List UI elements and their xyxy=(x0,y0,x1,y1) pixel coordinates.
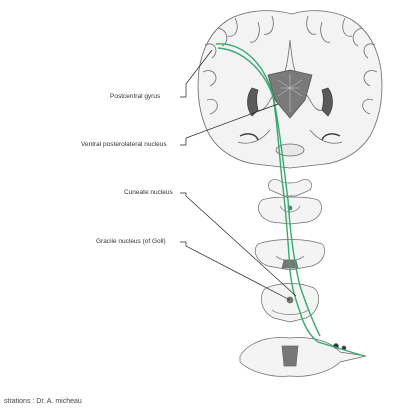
label-postcentral-gyrus: Postcentral gyrus xyxy=(110,93,161,100)
midbrain-section xyxy=(258,179,322,225)
spinal-cord-section xyxy=(239,337,367,377)
leader-cuneate-nucleus xyxy=(180,192,297,297)
leader-lines xyxy=(180,49,297,301)
label-vpl-nucleus: Ventral posterolateral nucleus xyxy=(81,141,167,148)
pathway-fiber-1 xyxy=(215,43,365,357)
sensory-pathway xyxy=(215,43,365,357)
pons-section xyxy=(254,239,326,271)
leader-vpl-nucleus xyxy=(180,103,279,146)
label-gracile-nucleus: Gracile nucleus (of Goll) xyxy=(96,238,166,245)
pathway-fiber-2 xyxy=(217,47,321,337)
leader-postcentral-gyrus xyxy=(180,49,213,98)
coronal-brain-section xyxy=(197,10,383,169)
leader-gracile-nucleus xyxy=(180,241,291,301)
illustration-credit: strations : Dr. A. micheau xyxy=(4,398,82,405)
label-cuneate-nucleus: Cuneate nucleus xyxy=(124,189,173,196)
